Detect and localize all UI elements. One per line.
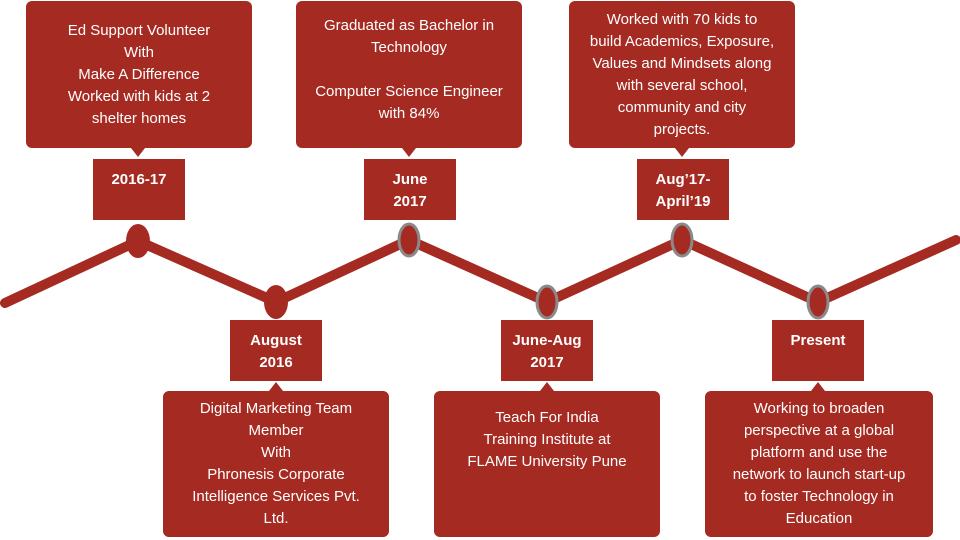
event-2-text-line: Ltd. — [263, 510, 289, 527]
event-4-text-line: Teach For India — [495, 409, 599, 426]
event-5-date-line: April’19 — [655, 193, 711, 210]
pointer-2 — [269, 382, 283, 391]
event-2-text-line: Member — [248, 422, 304, 439]
event-6-text-line: Education — [785, 510, 853, 527]
event-description-2: Digital Marketing Team Member With Phron… — [163, 391, 389, 537]
event-3-date-line: June — [392, 171, 428, 188]
event-3-date-line: 2017 — [393, 193, 427, 210]
marker-5 — [670, 222, 694, 258]
event-6-text-line: Working to broaden — [753, 400, 885, 417]
event-date-2: August 2016 — [230, 320, 322, 381]
pointer-1 — [131, 148, 145, 157]
event-description-4: Teach For India Training Institute at FL… — [434, 391, 660, 537]
event-6-date-line: Present — [790, 332, 846, 349]
event-3-text-line: Computer Science Engineer — [315, 83, 503, 100]
event-description-3: Graduated as Bachelor in Technology Comp… — [296, 1, 522, 148]
event-4-text-line: Training Institute at — [483, 431, 611, 448]
marker-4 — [535, 284, 559, 320]
event-1-text-line: Worked with kids at 2 — [67, 87, 211, 105]
event-2-text-line: Digital Marketing Team — [199, 400, 353, 417]
event-4-text-line: FLAME University Pune — [467, 453, 627, 470]
event-6-text-line: platform and use the — [750, 444, 888, 461]
event-date-3: June 2017 — [364, 159, 456, 220]
event-1-text-line: Ed Support Volunteer — [67, 21, 211, 39]
event-5-date-line: Aug’17- — [655, 171, 711, 188]
event-description-6: Working to broaden perspective at a glob… — [705, 391, 933, 537]
marker-1 — [126, 224, 150, 258]
marker-3 — [397, 222, 421, 258]
pointer-4 — [540, 382, 554, 391]
event-date-6: Present — [772, 320, 864, 381]
event-1-date-line: 2016-17 — [111, 171, 167, 188]
event-4-date-line: June-Aug — [512, 332, 582, 349]
event-5-text-line: Values and Mindsets along — [592, 54, 772, 72]
event-5-text-line: Worked with 70 kids to — [606, 10, 758, 28]
event-1-text-line: With — [124, 43, 154, 61]
marker-2 — [264, 285, 288, 319]
event-date-5: Aug’17- April’19 — [637, 159, 729, 220]
event-2-text-line: Phronesis Corporate — [207, 466, 345, 483]
event-2-text-line: Intelligence Services Pvt. — [192, 488, 360, 505]
event-6-text-line: network to launch start-up — [732, 466, 906, 483]
event-3-text-line: Graduated as Bachelor in — [323, 17, 495, 34]
pointer-5 — [675, 148, 689, 157]
event-4-date-line: 2017 — [530, 354, 564, 371]
event-2-date-line: 2016 — [259, 354, 293, 371]
pointer-6 — [811, 382, 825, 391]
event-5-text-line: build Academics, Exposure, — [589, 32, 775, 50]
event-6-text-line: perspective at a global — [743, 422, 895, 439]
event-5-text-line: projects. — [653, 120, 711, 138]
event-date-4: June-Aug 2017 — [501, 320, 593, 381]
event-description-5: Worked with 70 kids to build Academics, … — [569, 1, 795, 148]
event-2-text-line: With — [261, 444, 291, 461]
event-1-text-line: Make A Difference — [78, 65, 200, 83]
pointer-3 — [402, 148, 416, 157]
timeline-line — [0, 235, 960, 308]
event-3-text-line — [304, 59, 514, 81]
marker-6 — [806, 284, 830, 320]
event-date-1: 2016-17 — [93, 159, 185, 220]
event-5-text-line: with several school, — [616, 76, 748, 94]
event-6-text-line: to foster Technology in — [744, 488, 894, 505]
event-3-text-line: with 84% — [378, 105, 440, 122]
event-3-text-line: Technology — [371, 39, 447, 56]
event-2-date-line: August — [250, 332, 302, 349]
event-1-text-line: shelter homes — [91, 109, 187, 127]
event-5-text-line: community and city — [617, 98, 747, 116]
event-description-1: Ed Support Volunteer With Make A Differe… — [26, 1, 252, 148]
